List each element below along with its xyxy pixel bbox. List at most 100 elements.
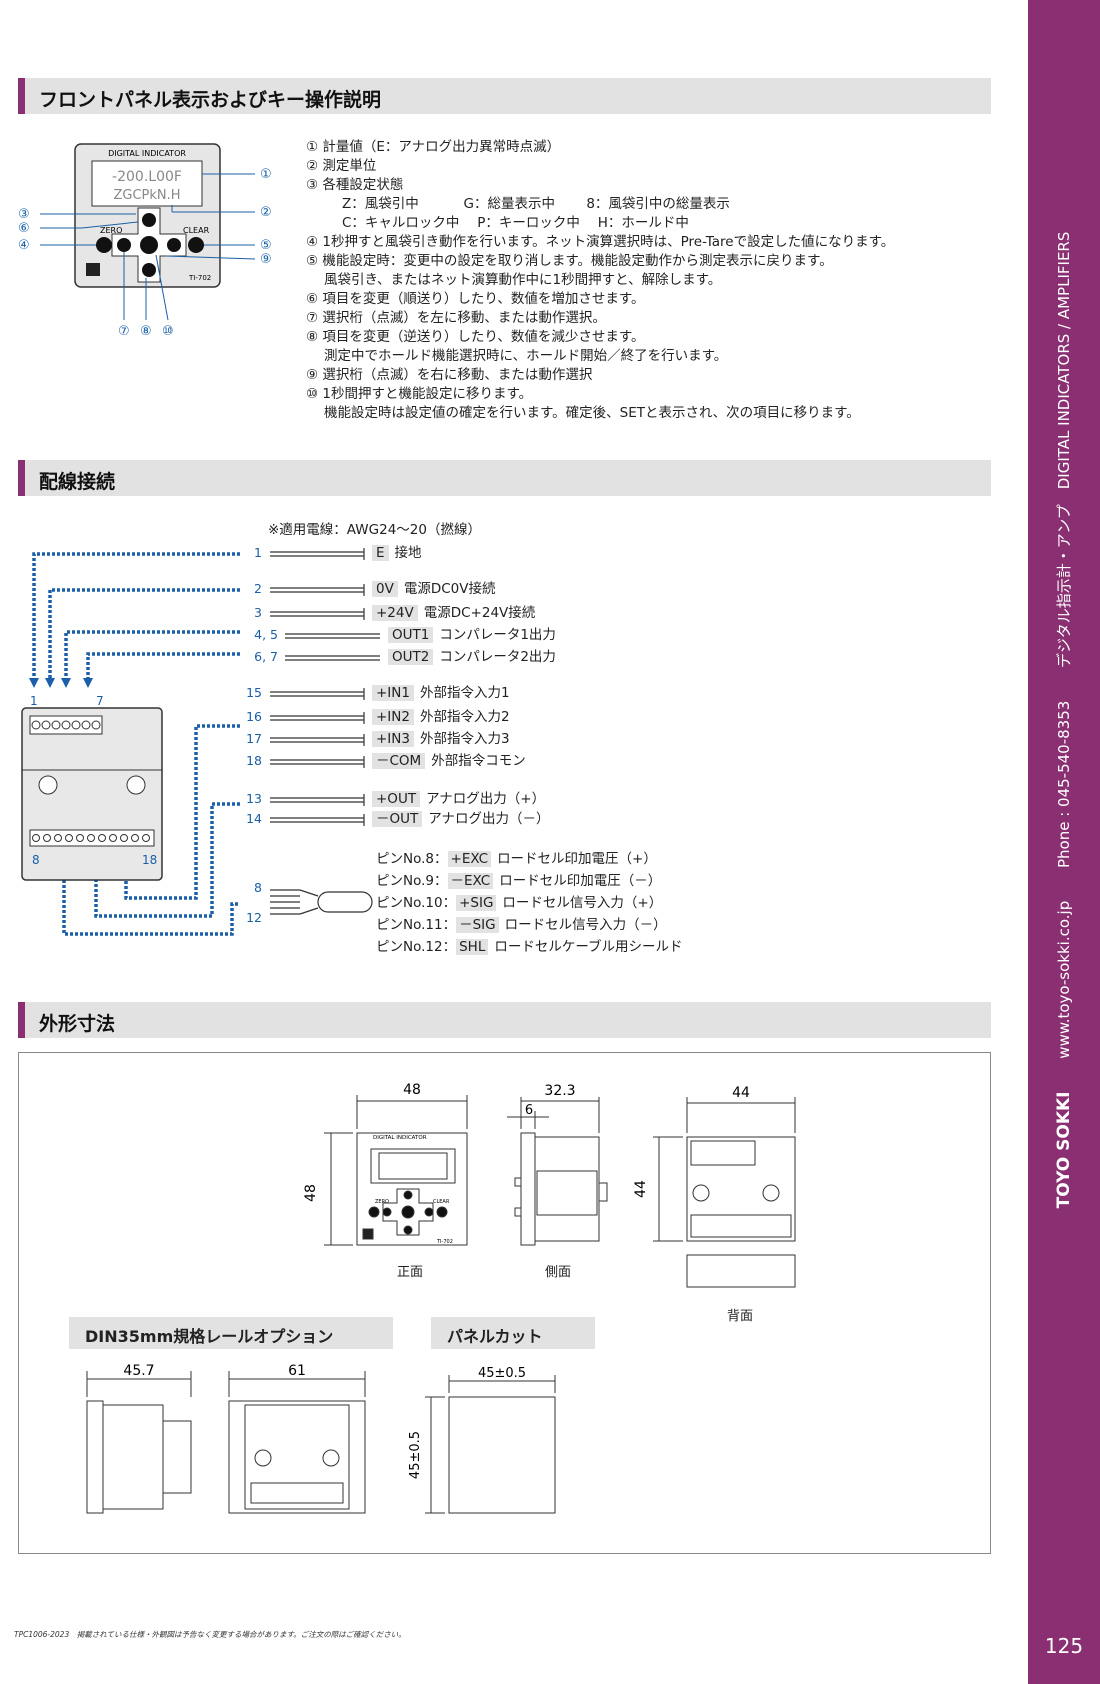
desc-8b: 測定中でホールド機能選択時に、ホールド開始／終了を行います。 (324, 348, 728, 364)
key-right (167, 238, 181, 252)
wire-tag: +IN2 (372, 709, 414, 725)
wire-pin: 4, 5 (254, 627, 278, 642)
state-p: P：キーロック中 (477, 215, 580, 231)
pin-desc: ロードセル印加電圧（+） (497, 851, 657, 867)
key-zero (96, 237, 112, 253)
wire-tag: +OUT (372, 791, 421, 807)
wire-desc: 接地 (394, 545, 422, 561)
wiring-diagram: 1 7 8 18 (21, 548, 380, 936)
wire-pin: 13 (246, 791, 262, 806)
caption-side: 側面 (545, 1265, 572, 1280)
wire-note: ※適用電線：AWG24～20（撚線） (268, 522, 481, 538)
desc-4: ④ 1秒押すと風袋引き動作を行います。ネット演算選択時は、Pre-Tareで設定… (306, 234, 895, 250)
sidebar-phone: Phone : 045-540-8353 (1055, 700, 1073, 868)
wire-pin: 17 (246, 731, 262, 746)
clear-label: CLEAR (183, 226, 210, 235)
sidebar: TOYO SOKKI www.toyo-sokki.co.jp Phone : … (1028, 0, 1100, 1608)
state-g: G：総量表示中 (463, 196, 556, 212)
device-logo (86, 263, 100, 276)
device-model: TI-702 (188, 274, 211, 282)
callout-9: ⑨ (260, 252, 272, 267)
wire-tag: +IN3 (372, 731, 414, 747)
section-wiring: 配線接続 (18, 460, 991, 496)
callout-5: ⑤ (260, 238, 272, 253)
pin-label: ピンNo.10： (376, 895, 457, 911)
desc-9: ⑨ 選択桁（点滅）を右に移動、または動作選択 (306, 367, 593, 383)
callout-3: ③ (18, 207, 30, 222)
desc-10: ⑩ 1秒間押すと機能設定に移ります。 (306, 386, 533, 402)
din-views (86, 1371, 366, 1514)
state-h: H：ホールド中 (597, 215, 689, 231)
callout-lines: ① ② ③ ⑥ ④ ⑤ ⑨ ⑦ ⑧ ⑩ (18, 167, 272, 339)
cut-width: 45±0.5 (478, 1366, 526, 1381)
pin-label: ピンNo.9： (376, 873, 448, 889)
sidebar-category: デジタル指示計・アンプ DIGITAL INDICATORS / AMPLIFI… (1055, 231, 1073, 668)
front-panel-diagram: DIGITAL INDICATOR -200.L00F ZGCPkN.H ZER… (18, 143, 272, 339)
pin-tag: SHL (456, 939, 489, 955)
desc-states-row1: Z：風袋引中 G：総量表示中 8：風袋引中の総量表示 (306, 195, 986, 214)
pin-label: ピンNo.12： (376, 939, 457, 955)
panel-cut-view (425, 1375, 556, 1514)
section-title: 配線接続 (39, 471, 116, 493)
pin-tag: +SIG (456, 895, 497, 911)
cable-pin-8: 8 (254, 880, 262, 895)
desc-8: ⑧ 項目を変更（逆送り）したり、数値を減少させます。 (306, 329, 645, 345)
wire-pin: 1 (254, 545, 262, 560)
pin-desc: ロードセルケーブル用シールド (494, 939, 683, 955)
callout-7: ⑦ (118, 324, 130, 339)
wire-pin: 18 (246, 753, 262, 768)
terminal-bottom-screws (32, 834, 150, 842)
display-line2: ZGCPkN.H (113, 188, 180, 203)
back-height: 44 (633, 1180, 649, 1198)
front-zero: ZERO (375, 1199, 389, 1205)
desc-5b: 風袋引き、またはネット演算動作中に1秒間押すと、解除します。 (324, 272, 722, 288)
front-width: 48 (403, 1082, 421, 1098)
device-title: DIGITAL INDICATOR (108, 149, 186, 158)
panel-cut-header: パネルカット (431, 1317, 595, 1349)
wire-pin: 16 (246, 709, 262, 724)
sidebar-url[interactable]: www.toyo-sokki.co.jp (1055, 900, 1073, 1059)
wire-pin: 3 (254, 605, 262, 620)
sidebar-text: TOYO SOKKI www.toyo-sokki.co.jp Phone : … (1051, 30, 1077, 1410)
terminal-top-screws (31, 720, 101, 730)
wire-desc: アナログ出力（－） (428, 811, 550, 827)
pin-row: ピンNo.12：SHL ロードセルケーブル用シールド (376, 936, 683, 958)
wire-tag: +24V (372, 605, 418, 621)
back-width: 44 (732, 1085, 750, 1101)
section-front-panel: フロントパネル表示およびキー操作説明 (18, 78, 991, 114)
pin-tag: －SIG (456, 917, 499, 933)
din-width: 61 (288, 1363, 306, 1379)
pin-tag: －EXC (447, 873, 494, 889)
desc-6: ⑥ 項目を変更（順送り）したり、数値を増加させます。 (306, 291, 645, 307)
wire-desc: コンパレータ1出力 (439, 627, 556, 643)
wire-desc: 外部指令入力1 (419, 685, 510, 701)
pin-desc: ロードセル信号入力（－） (504, 917, 667, 933)
block-pin-8: 8 (32, 853, 40, 867)
cut-height: 45±0.5 (408, 1431, 423, 1479)
din-rail-header: DIN35mm規格レールオプション (69, 1317, 393, 1349)
desc-7: ⑦ 選択桁（点滅）を左に移動、または動作選択。 (306, 310, 606, 326)
caption-back: 背面 (727, 1309, 754, 1324)
wire-tag: 0V (372, 581, 398, 597)
pin-desc: ロードセル信号入力（+） (502, 895, 663, 911)
wire-lines (270, 548, 380, 826)
wire-tag: －OUT (372, 811, 423, 827)
state-8: 8：風袋引中の総量表示 (586, 196, 730, 212)
desc-2: ② 測定単位 (306, 158, 377, 174)
wire-desc: 電源DC+24V接続 (423, 605, 536, 621)
display-line1: -200.L00F (112, 169, 182, 185)
din-rail-title: DIN35mm規格レールオプション (85, 1327, 334, 1346)
wire-tag: OUT2 (388, 649, 434, 665)
panel-cut-title: パネルカット (447, 1327, 543, 1346)
wiring-dotted-lines (32, 552, 240, 936)
zero-label: ZERO (100, 226, 122, 235)
